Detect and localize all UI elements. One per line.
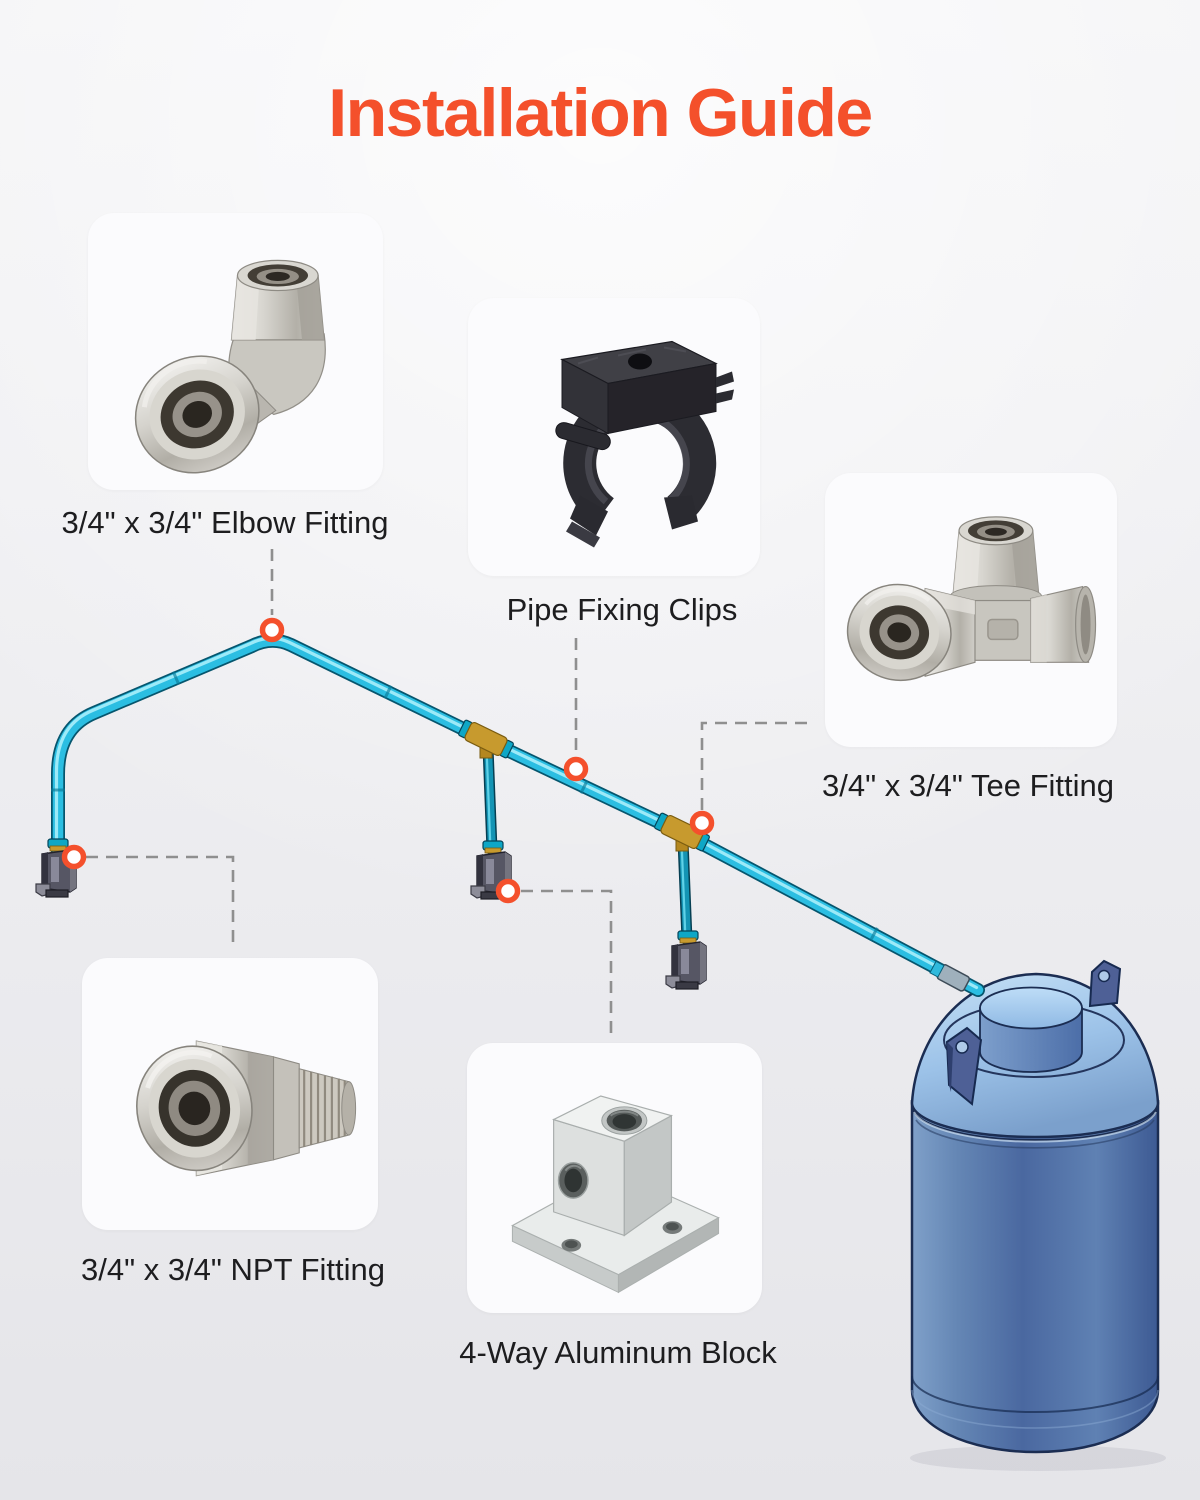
air-tank <box>910 959 1166 1471</box>
orange-marker-block <box>495 878 521 904</box>
page-title: Installation Guide <box>328 75 873 151</box>
tee-fitting-image <box>846 516 1097 682</box>
drop-pipe-2 <box>677 834 693 946</box>
manifold-block-left <box>35 838 77 898</box>
aluminum-block-card <box>467 1043 762 1313</box>
npt-fitting-label: 3/4" x 3/4" NPT Fitting <box>80 1252 386 1287</box>
tee-fitting-joint-2 <box>654 812 710 852</box>
aluminum-block-image <box>511 1095 720 1294</box>
pipe-fixing-clips-label: Pipe Fixing Clips <box>506 592 738 627</box>
tank-bracket-right <box>1088 959 1122 1008</box>
orange-marker-elbow <box>259 617 285 643</box>
leader-line-npt <box>86 855 235 949</box>
aluminum-block-label: 4-Way Aluminum Block <box>459 1335 777 1370</box>
leader-line-tee <box>700 721 812 810</box>
drop-pipe-1 <box>482 741 498 856</box>
manifold-block-mid <box>470 840 512 900</box>
tank-bracket-left <box>945 1026 983 1106</box>
orange-marker-clips <box>563 756 589 782</box>
tank-cap <box>979 986 1083 1073</box>
pipe-clip-image <box>555 340 734 548</box>
tee-fitting-label: 3/4" x 3/4" Tee Fitting <box>822 768 1114 803</box>
elbow-fitting-image <box>134 259 326 474</box>
npt-fitting-card <box>82 958 378 1230</box>
elbow-fitting-card <box>88 213 383 490</box>
elbow-fitting-label: 3/4" x 3/4" Elbow Fitting <box>61 505 389 540</box>
npt-fitting-image <box>136 1040 357 1177</box>
pipe-clip-card <box>468 298 760 576</box>
tee-fitting-joint-1 <box>458 719 514 759</box>
orange-marker-npt <box>61 844 87 870</box>
tee-fitting-card <box>825 473 1117 747</box>
tank-inlet-connector <box>929 960 970 992</box>
manifold-block-right <box>665 930 707 990</box>
pipe-joint-ticks <box>51 670 879 941</box>
leader-line-block <box>521 889 613 1034</box>
orange-marker-tee <box>689 810 715 836</box>
